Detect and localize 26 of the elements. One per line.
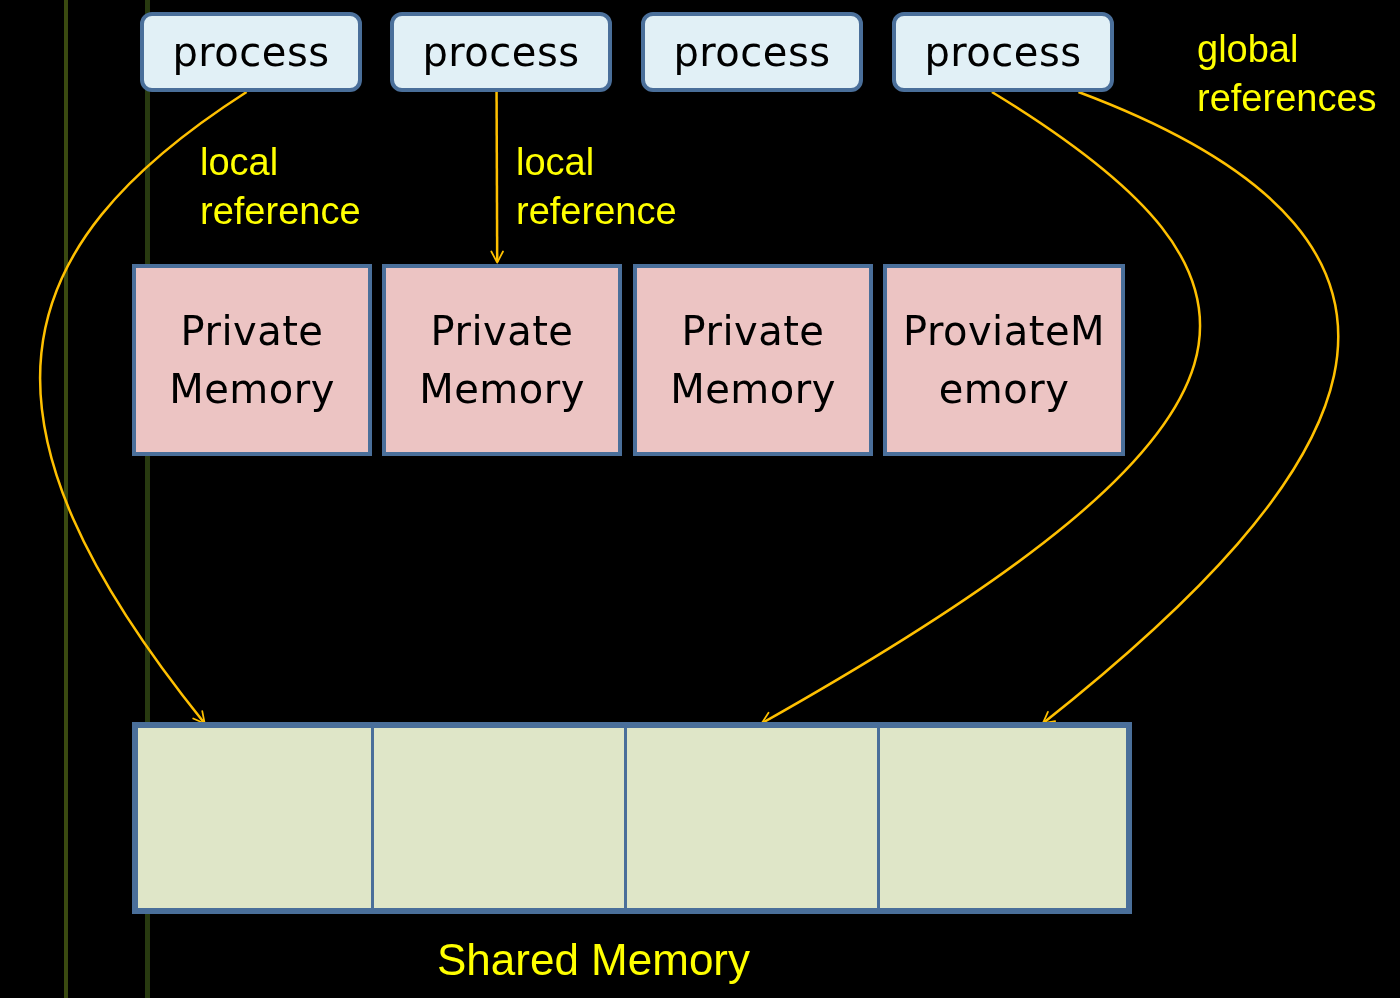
node-text: Private Memory	[669, 307, 837, 414]
process-box	[892, 12, 1114, 92]
node-text: process	[422, 29, 580, 75]
node-text: process	[172, 29, 330, 75]
memory-cell	[135, 725, 374, 911]
process-box	[390, 12, 612, 92]
memory-box	[382, 264, 622, 456]
memory-box	[633, 264, 873, 456]
memory-box	[883, 264, 1125, 456]
shared-memory-bar	[132, 722, 1132, 914]
edge-label: local reference	[516, 140, 678, 235]
arrow	[490, 92, 504, 264]
node-text: process	[673, 29, 831, 75]
memory-cell	[624, 725, 880, 911]
memory-cell	[877, 725, 1129, 911]
process-box	[641, 12, 863, 92]
node-text: Private Memory	[418, 307, 586, 414]
node-text: ProviateM emory	[901, 307, 1107, 414]
edge-label: local reference	[200, 140, 362, 235]
caption-text: Shared Memory	[437, 934, 750, 986]
memory-cell	[371, 725, 627, 911]
annotation-text: global references	[1197, 27, 1378, 122]
memory-box	[132, 264, 372, 456]
process-box	[140, 12, 362, 92]
node-text: process	[924, 29, 1082, 75]
node-text: Private Memory	[168, 307, 336, 414]
